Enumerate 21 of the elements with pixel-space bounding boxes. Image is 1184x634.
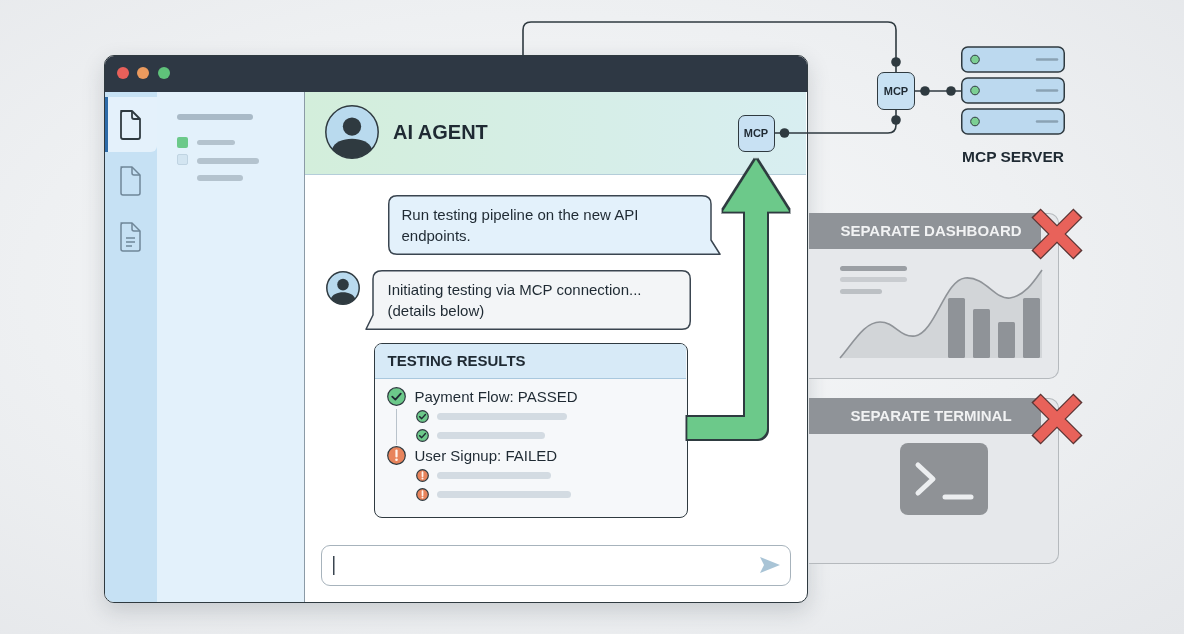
result-text: Payment Flow: PASSED <box>414 386 578 406</box>
mcp-box: MCP <box>877 72 915 110</box>
connector-line <box>773 109 901 138</box>
terminal-panel <box>809 398 1059 564</box>
server-label: MCP SERVER <box>961 147 1065 167</box>
message-text: Run testing pipeline on the new API endpoints. <box>401 204 640 246</box>
panel-header: SEPARATE TERMINAL <box>809 397 1041 434</box>
speech-bubble <box>387 194 721 255</box>
message-text: Initiating testing via MCP connection... (details below) <box>387 279 643 321</box>
connector-line <box>914 86 962 96</box>
panel-header: SEPARATE DASHBOARD <box>809 212 1041 249</box>
card-header: TESTING RESULTS <box>374 343 686 379</box>
result-text: User Signup: FAILED <box>414 445 558 465</box>
app-window <box>104 55 808 603</box>
results-card <box>373 342 688 518</box>
connector-line <box>522 21 901 73</box>
dashboard-panel <box>809 213 1059 379</box>
chat-header <box>305 91 806 175</box>
speech-bubble <box>364 269 691 330</box>
agent-title: AI AGENT <box>393 119 488 144</box>
mcp-badge: MCP <box>737 114 775 152</box>
